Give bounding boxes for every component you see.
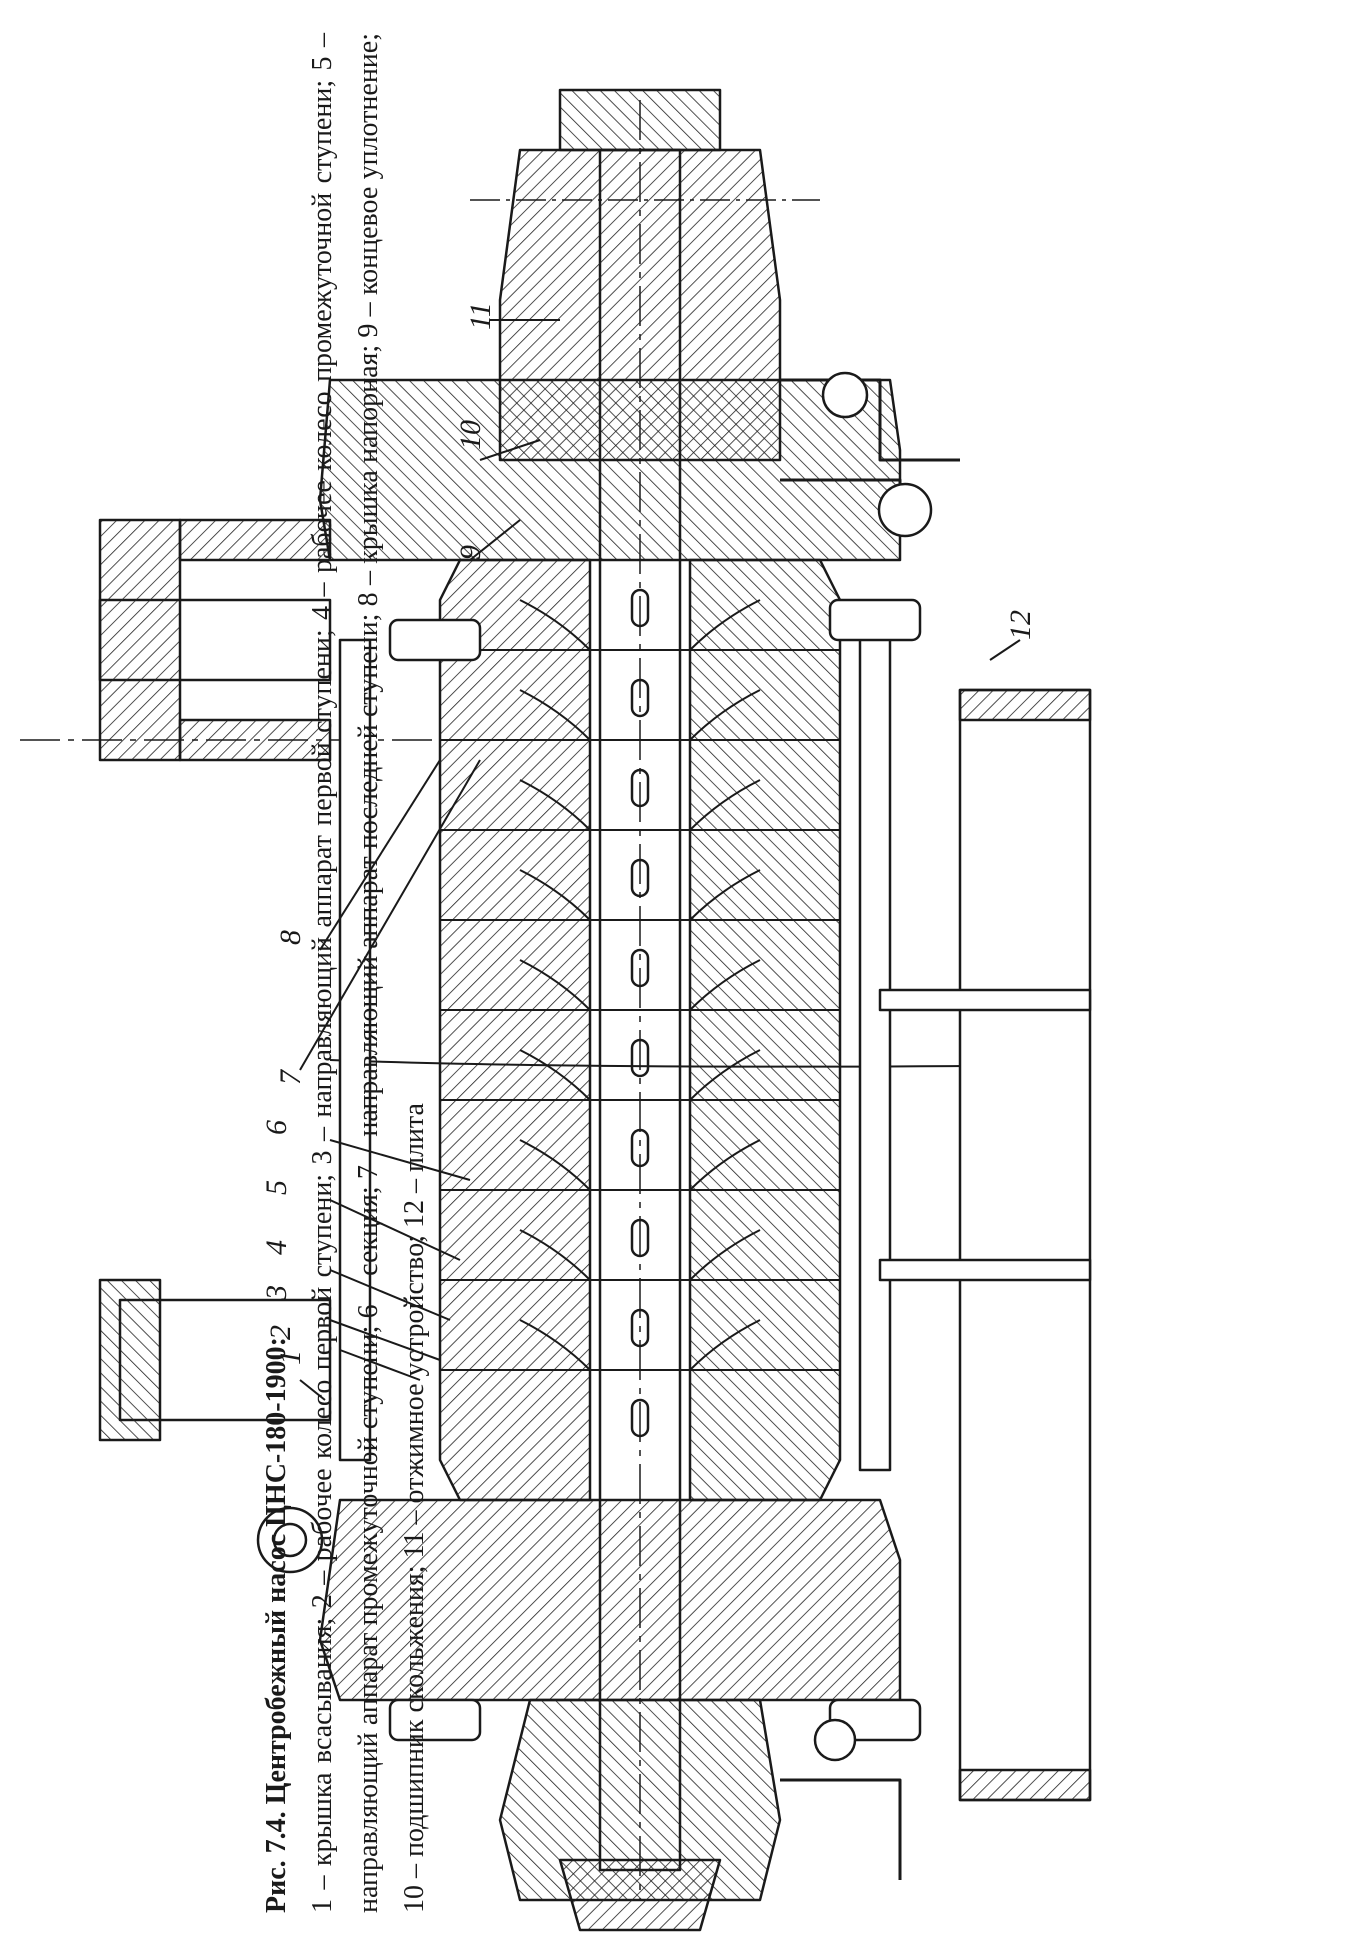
callout-11: 11 [464, 302, 497, 330]
bolt-nuts [388, 598, 922, 1742]
lube-pipe-lower [780, 1778, 902, 1880]
lower-bearing [498, 1698, 782, 1902]
figure-legend: 1 – крышка всасывания; 2 – рабочее колес… [307, 33, 430, 1913]
callout-labels: 1 2 3 4 5 6 7 8 9 10 11 12 [260, 302, 1037, 1365]
callout-2: 2 [264, 1325, 297, 1340]
callout-leaders [299, 319, 1021, 1401]
upper-bearing [498, 148, 782, 462]
callout-9: 9 [454, 545, 487, 560]
casing-upper [438, 558, 592, 1502]
impeller-curves [519, 599, 761, 1371]
callout-3: 3 [260, 1285, 293, 1301]
figure-caption: Рис. 7.4. Центробежный насос ЦНС-180-190… [254, 33, 438, 1913]
callout-12: 12 [1004, 610, 1037, 640]
break-line [329, 1059, 1091, 1068]
callout-6: 6 [260, 1120, 293, 1135]
shaft-slots [630, 588, 650, 1438]
callout-1: 1 [274, 1350, 307, 1365]
figure-title: Рис. 7.4. Центробежный насос ЦНС-180-190… [261, 1337, 292, 1913]
stage-lines [440, 649, 840, 1371]
tie-bolt-left [338, 638, 372, 1462]
base-plate [958, 688, 1092, 1802]
tie-bolt-right [858, 628, 892, 1472]
casing-lower [688, 558, 842, 1502]
callout-7: 7 [274, 1068, 307, 1085]
callout-5: 5 [260, 1180, 293, 1195]
callout-8: 8 [274, 930, 307, 945]
callout-4: 4 [260, 1240, 293, 1255]
callout-10: 10 [454, 420, 487, 450]
